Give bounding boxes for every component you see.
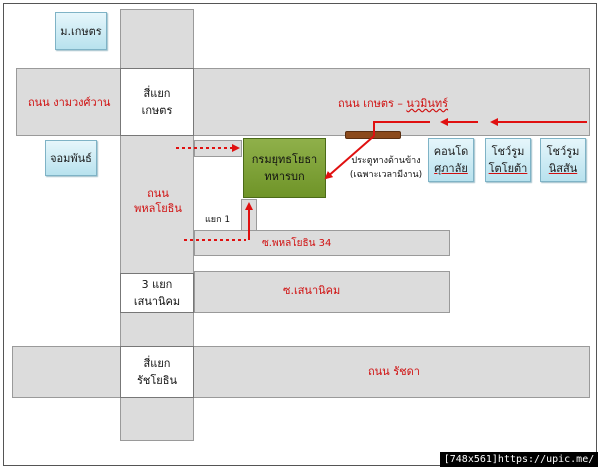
road-ratchada	[12, 346, 590, 398]
footer-watermark: [748x561]https://upic.me/	[440, 452, 598, 467]
label-side-gate-line1: ประตูทางด้านข้าง	[351, 156, 421, 166]
intersection-ratchayothin: สี่แยก รัชโยธิน	[120, 346, 194, 398]
condo-label-line2: ศุภาลัย	[434, 162, 468, 175]
road-soi-phahon-34	[194, 230, 450, 256]
intersection-ratchayothin-line1: สี่แยก	[143, 357, 171, 370]
road-label-soi-phahon-34: ซ.พหลโยธิน 34	[262, 238, 332, 249]
intersection-kaset-line1: สี่แยก	[143, 87, 171, 100]
landmark-condo-supalai: คอนโด ศุภาลัย	[428, 138, 474, 182]
road-label-phahon-line1: ถนน	[147, 187, 169, 200]
label-side-gate: ประตูทางด้านข้าง (เฉพาะเวลามีงาน)	[343, 154, 429, 182]
destination-label-line2: ทหารบก	[264, 170, 305, 183]
condo-label-line1: คอนโด	[433, 145, 469, 158]
road-label-kaset-nawamin-prefix: ถนน เกษตร –	[338, 97, 407, 110]
landmark-chomphon-label: จอมพันธ์	[50, 151, 92, 165]
side-gate-marker	[345, 131, 401, 139]
road-soi-sena-nikhom	[194, 271, 450, 313]
showroom-toyota-line2: โตโยต้า	[488, 162, 528, 175]
road-label-soi-sena-nikhom: ซ.เสนานิคม	[283, 284, 341, 297]
landmark-chomphon: จอมพันธ์	[45, 140, 97, 176]
destination-army-department: กรมยุทธโยธา ทหารบก	[243, 138, 326, 198]
label-side-gate-line2: (เฉพาะเวลามีงาน)	[349, 170, 423, 180]
road-label-phahon-line2: พหลโยธิน	[134, 202, 182, 215]
road-side-alley	[241, 199, 257, 231]
road-label-ngam-wong-wan: ถนน งามวงศ์วาน	[28, 96, 111, 109]
destination-label-line1: กรมยุทธโยธา	[251, 153, 318, 166]
intersection-ratchayothin-line2: รัชโยธิน	[137, 374, 177, 387]
showroom-toyota-line1: โชว์รูม	[491, 145, 525, 158]
intersection-sena-line1: 3 แยก	[141, 278, 173, 291]
road-label-ratchada: ถนน รัชดา	[368, 365, 420, 378]
road-label-kaset-nawamin: ถนน เกษตร – นวมินทร์	[338, 96, 448, 111]
intersection-sena-line2: เสนานิคม	[133, 295, 181, 308]
intersection-kaset: สี่แยก เกษตร	[120, 68, 194, 136]
intersection-sena-nikhom: 3 แยก เสนานิคม	[120, 273, 194, 313]
road-label-kaset-nawamin-suffix: นวมินทร์	[406, 97, 449, 110]
road-left-alley	[194, 140, 242, 157]
road-label-phahon-yothin: ถนน พหลโยธิน	[128, 186, 188, 216]
landmark-showroom-toyota: โชว์รูม โตโยต้า	[485, 138, 531, 182]
showroom-nissan-line1: โชว์รูม	[546, 145, 580, 158]
landmark-kaset-university-label: ม.เกษตร	[60, 24, 102, 38]
landmark-kaset-university: ม.เกษตร	[55, 12, 107, 50]
landmark-showroom-nissan: โชว์รูม นิสสัน	[540, 138, 586, 182]
intersection-kaset-line2: เกษตร	[141, 104, 173, 117]
showroom-nissan-line2: นิสสัน	[548, 162, 578, 175]
label-junction-1: แยก 1	[205, 215, 231, 225]
